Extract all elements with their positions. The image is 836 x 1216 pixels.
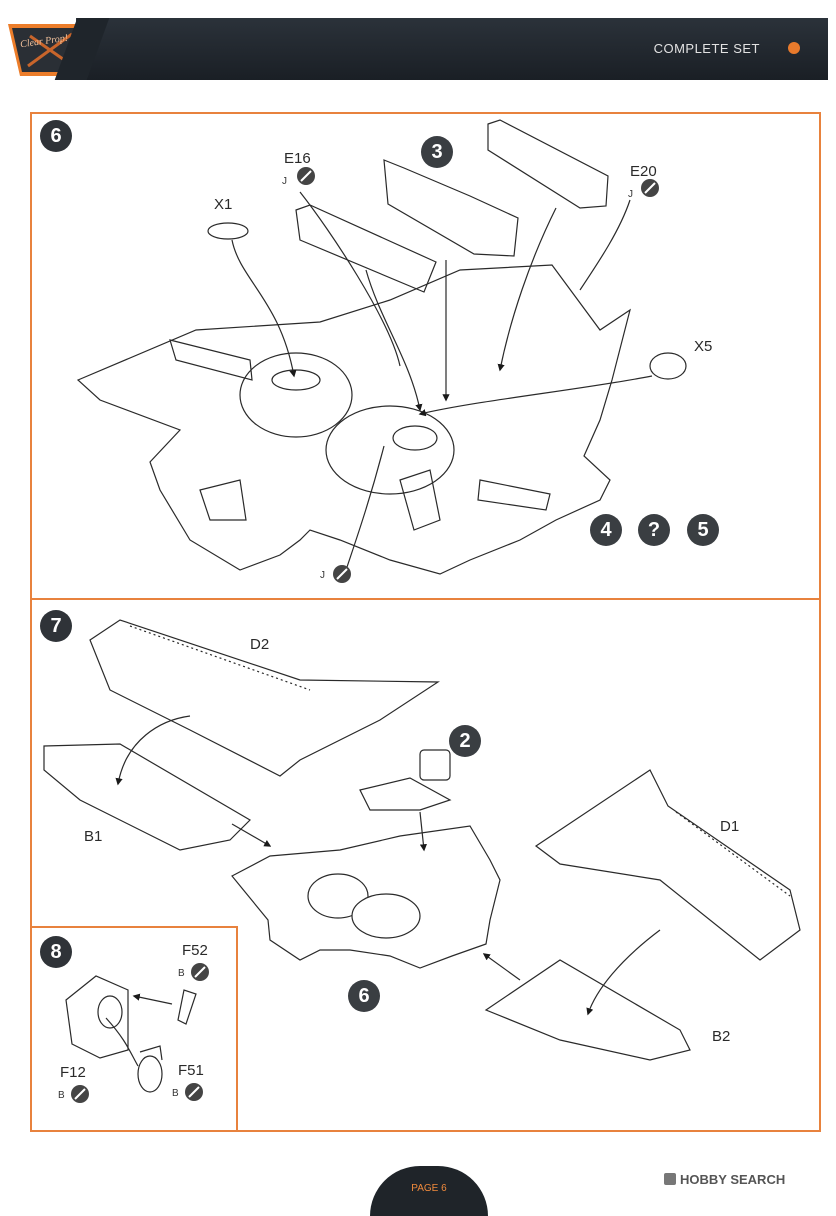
page-number: PAGE 6 [411, 1183, 447, 1194]
fuselage-assembly-small [231, 749, 501, 969]
part-label-d1: D1 [720, 818, 740, 835]
paint-swatch-icon [71, 1085, 89, 1103]
seat-pan-small [359, 777, 452, 811]
step-8-panel [30, 926, 238, 1132]
step-7-badge: 7 [40, 610, 72, 642]
part-label-e16: E16 [284, 150, 311, 167]
paint-swatch-icon [185, 1083, 203, 1101]
finish-label-e20: J [628, 189, 633, 200]
header-bar [76, 18, 828, 80]
watermark-text: HOBBY SEARCH [680, 1172, 786, 1187]
page-header: Clear Prop! COMPLETE SET [0, 0, 836, 96]
gear-icon [790, 44, 798, 52]
sub-step-question-badge: ? [638, 514, 670, 546]
part-label-f52: F52 [182, 942, 208, 959]
part-label-d2: D2 [250, 636, 270, 653]
part-ladder-frame [295, 204, 437, 293]
watermark-icon [664, 1173, 676, 1185]
wing-b1-shape [43, 743, 251, 851]
paint-swatch-icon [641, 179, 659, 197]
step-7-panel [30, 598, 821, 1132]
part-label-b2: B2 [712, 1028, 731, 1045]
finish-label-f52: B [178, 968, 185, 979]
paint-swatch-icon [191, 963, 209, 981]
step-3-ref-badge: 3 [421, 136, 453, 168]
part-bulkhead-frame [487, 119, 609, 209]
finish-label-e16: J [282, 176, 287, 187]
part-x5-shape [649, 352, 687, 380]
wing-d1-shape [534, 769, 801, 961]
part-label-f51: F51 [178, 1062, 204, 1079]
finish-label-f12: B [58, 1090, 65, 1101]
part-label-e20: E20 [630, 163, 657, 180]
finish-label-f51: B [172, 1088, 179, 1099]
step-2-ref-badge: 2 [449, 725, 481, 757]
step-6-badge: 6 [40, 120, 72, 152]
part-label-b1: B1 [84, 828, 103, 845]
crank-assembly [65, 975, 197, 1093]
step-8-badge: 8 [40, 936, 72, 968]
wing-b2-shape [484, 959, 691, 1061]
part-label-x5: X5 [694, 338, 713, 355]
paint-swatch-icon [297, 167, 315, 185]
part-x1-shape [207, 222, 249, 240]
sub-step-4-badge: 4 [590, 514, 622, 546]
sub-step-5-badge: 5 [687, 514, 719, 546]
cockpit-floor-assembly [76, 264, 631, 575]
finish-label-center: J [320, 570, 325, 581]
part-label-x1: X1 [214, 196, 233, 213]
part-seat-frame [383, 159, 519, 257]
step-6-ref-badge: 6 [348, 980, 380, 1012]
wing-d2-shape [89, 619, 440, 777]
part-label-f12: F12 [60, 1064, 86, 1081]
header-title: COMPLETE SET [653, 41, 760, 56]
paint-swatch-icon [333, 565, 351, 583]
